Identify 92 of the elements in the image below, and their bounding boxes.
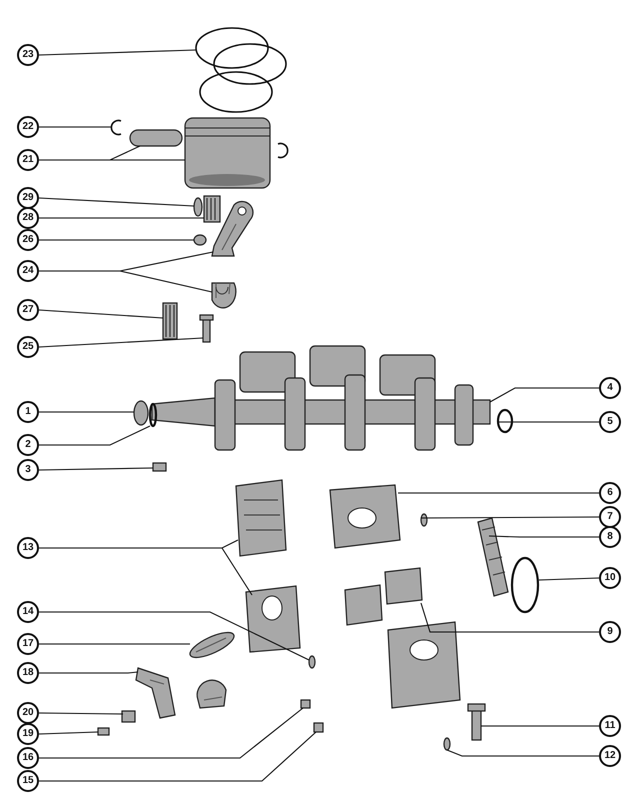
callout-number: 15 [17,770,39,792]
sealing-ring [496,408,514,434]
leader-line [39,732,316,782]
leader-line [38,731,98,735]
piston-rings [195,27,287,113]
callout-number: 10 [599,567,621,589]
leader-line [421,516,599,519]
dowel-pin [308,655,316,669]
leader-line [39,217,204,219]
leader-line [39,467,153,471]
leader-line [39,643,190,645]
callout-number: 11 [599,715,621,737]
bearing-race [344,567,423,626]
screw [97,727,110,736]
piston-pin [129,129,183,147]
needle-bearing [203,195,221,223]
callout-number: 26 [17,229,39,251]
callout-number: 14 [17,601,39,623]
leader-line [39,411,134,413]
callout-number: 13 [17,537,39,559]
nut [121,710,136,723]
leader-line [39,126,112,128]
callout-number: 29 [17,187,39,209]
roller-bearing [477,517,509,597]
leader-line [39,708,304,759]
callout-number: 27 [17,299,39,321]
main-bearing [387,621,461,709]
bolt [467,703,486,741]
callout-number: 9 [599,621,621,643]
main-bearing [245,585,301,653]
callout-number: 18 [17,662,39,684]
leader-line [38,197,194,207]
leader-line [490,387,599,402]
leader-line [39,671,138,674]
callout-number: 5 [599,411,621,433]
bracket [135,667,176,719]
bushing [193,234,207,246]
oil-seal [133,400,149,426]
callout-number: 21 [17,149,39,171]
leader-line [481,725,599,727]
leader-line [39,270,212,293]
callout-number: 25 [17,336,39,358]
callout-number: 22 [17,116,39,138]
callout-number: 24 [17,260,39,282]
connecting-rod [211,200,254,257]
callout-number: 7 [599,506,621,528]
rod-bolt [199,314,214,343]
pin [443,737,451,751]
leader-line [39,547,252,596]
callout-number: 12 [599,745,621,767]
leader-line [488,535,599,538]
leader-line [38,309,164,319]
leader-line [538,577,600,581]
retaining-ring [510,556,540,614]
callout-number: 2 [17,434,39,456]
callout-number: 4 [599,377,621,399]
woodruff-key [152,462,167,472]
screw [313,722,324,733]
callout-number: 28 [17,207,39,229]
callout-number: 1 [17,401,39,423]
callout-number: 16 [17,747,39,769]
thrust-washer [193,197,203,217]
leader-line [446,749,599,757]
dowel-pin [420,513,428,527]
leader-line [38,49,196,56]
rod-cap [211,282,236,308]
crankshaft-assembly-drawing [151,345,491,451]
leader-line [39,712,123,715]
leader-line [38,337,204,348]
callout-number: 23 [17,44,39,66]
callout-number: 17 [17,633,39,655]
leader-line [39,239,194,241]
screw [300,699,311,709]
callout-number: 20 [17,702,39,724]
callout-number: 6 [599,482,621,504]
needle-bearing [162,302,178,340]
sealing-ring [148,402,158,428]
main-bearing [329,484,401,549]
leader-line [398,492,599,494]
callout-number: 3 [17,459,39,481]
leader-line [420,602,599,633]
leader-line [39,611,310,660]
piston [184,117,271,189]
callout-number: 8 [599,526,621,548]
cover-piece [196,680,227,709]
callout-number: 19 [17,723,39,745]
lock-plate [189,632,235,658]
main-bearing [235,479,287,557]
leader-line [39,426,150,446]
leader-line [39,159,185,161]
leader-line [497,421,599,423]
retaining-clip [110,120,122,136]
